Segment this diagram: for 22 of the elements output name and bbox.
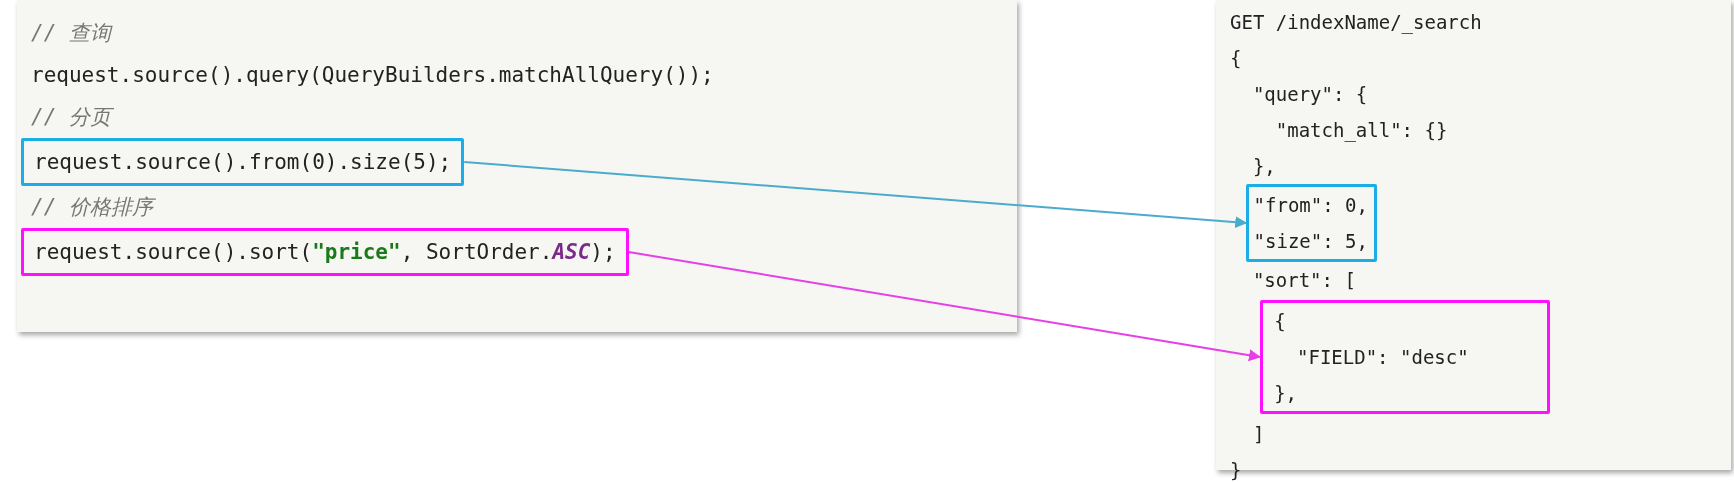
arrow: [627, 251, 1261, 362]
code-line: }: [1230, 459, 1242, 481]
code-line: GET /indexName/_search: [1230, 11, 1482, 33]
code-line: request.source().sort("price", SortOrder.ASC);: [34, 240, 616, 264]
code-line: },: [1252, 155, 1276, 177]
highlight-box: [1259, 300, 1550, 414]
code-line: "query": {: [1252, 83, 1368, 105]
code-line: "from": 0,: [1253, 194, 1368, 216]
highlight-box: [1246, 184, 1377, 262]
code-line: "match_all": {}: [1275, 119, 1448, 141]
code-line: ]: [1252, 423, 1265, 445]
arrow: [463, 161, 1248, 229]
code-comment: // 查询: [31, 21, 111, 45]
code-line: {: [1274, 310, 1286, 332]
code-panel: [17, 0, 1017, 332]
code-line: "size": 5,: [1253, 230, 1368, 252]
code-line: "FIELD": "desc": [1297, 346, 1469, 368]
code-line: "sort": [: [1252, 269, 1356, 291]
code-line: {: [1230, 47, 1242, 69]
code-line: },: [1274, 382, 1298, 404]
code-line: request.source().from(0).size(5);: [34, 150, 452, 174]
code-line: request.source().query(QueryBuilders.matchAllQuery());: [31, 63, 714, 87]
